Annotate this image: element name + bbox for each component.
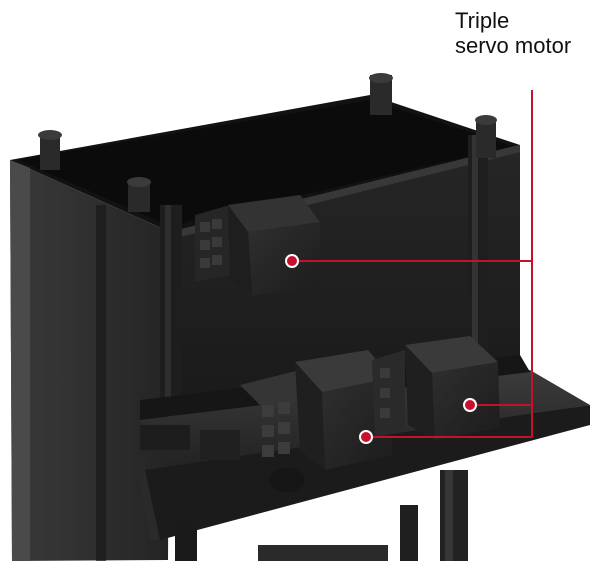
support-legs: [175, 470, 468, 561]
callout-label: Triple servo motor: [455, 8, 572, 58]
servo-motor-1: [195, 195, 322, 296]
top-mounting-bolts: [38, 73, 497, 212]
drive-components: [140, 425, 305, 492]
marker-motor-2: [359, 430, 373, 444]
marker-motor-3: [463, 398, 477, 412]
callout-leader-lines: [292, 90, 533, 438]
guide-columns: [160, 135, 488, 405]
callout-markers: [285, 254, 477, 444]
housing-front-panel: [170, 145, 520, 405]
marker-motor-1: [285, 254, 299, 268]
housing-left-wall: [10, 160, 170, 561]
